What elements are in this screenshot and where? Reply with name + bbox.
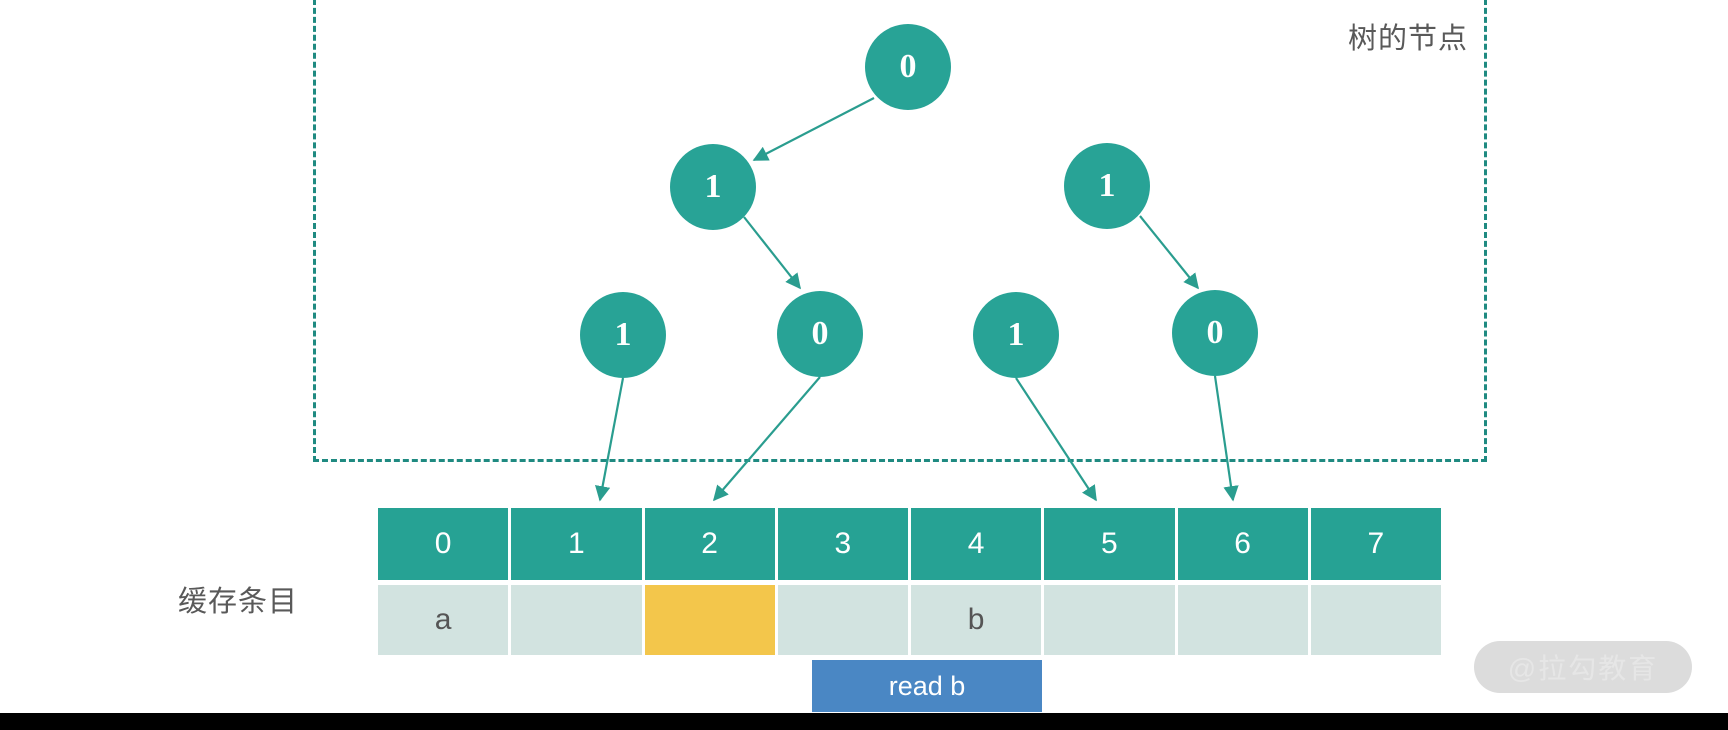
cache-value-cell[interactable] bbox=[1177, 585, 1308, 655]
tree-node-l3a[interactable]: 1 bbox=[580, 292, 666, 378]
cache-value-cell[interactable] bbox=[511, 585, 642, 655]
tree-region: 树的节点 bbox=[313, 0, 1487, 462]
tree-node-root[interactable]: 0 bbox=[865, 24, 951, 110]
tree-node-label: 1 bbox=[1007, 316, 1025, 353]
tree-region-label: 树的节点 bbox=[1347, 23, 1468, 55]
cache-index-cell[interactable]: 6 bbox=[1177, 508, 1308, 580]
tree-node-l3d[interactable]: 0 bbox=[1172, 290, 1258, 376]
bottom-bar bbox=[0, 713, 1728, 730]
cache-entries-label: 缓存条目 bbox=[178, 586, 299, 618]
tree-node-label: 0 bbox=[1206, 314, 1224, 351]
tree-node-label: 0 bbox=[899, 48, 917, 85]
tree-node-label: 1 bbox=[614, 316, 632, 353]
cache-value-cell[interactable] bbox=[1310, 585, 1441, 655]
cache-index-cell[interactable]: 2 bbox=[644, 508, 775, 580]
cache-value-cell[interactable]: a bbox=[378, 585, 509, 655]
cache-index-cell[interactable]: 0 bbox=[378, 508, 509, 580]
cache-index-cell[interactable]: 7 bbox=[1310, 508, 1441, 580]
cache-value-cell-highlighted[interactable] bbox=[644, 585, 775, 655]
cache-value-cell[interactable]: b bbox=[911, 585, 1042, 655]
tree-node-l2b[interactable]: 1 bbox=[1064, 143, 1150, 229]
tree-node-l3b[interactable]: 0 bbox=[777, 291, 863, 377]
cache-index-cell[interactable]: 3 bbox=[777, 508, 908, 580]
cache-index-cell[interactable]: 4 bbox=[911, 508, 1042, 580]
cache-index-cell[interactable]: 5 bbox=[1044, 508, 1175, 580]
read-b-button[interactable]: read b bbox=[812, 660, 1042, 712]
tree-node-label: 0 bbox=[811, 315, 829, 352]
tree-node-l3c[interactable]: 1 bbox=[973, 292, 1059, 378]
tree-node-label: 1 bbox=[1098, 167, 1116, 204]
cache-value-cell[interactable] bbox=[777, 585, 908, 655]
watermark: @拉勾教育 bbox=[1474, 641, 1692, 693]
tree-node-l2a[interactable]: 1 bbox=[670, 144, 756, 230]
cache-value-cell[interactable] bbox=[1044, 585, 1175, 655]
cache-index-cell[interactable]: 1 bbox=[511, 508, 642, 580]
tree-node-label: 1 bbox=[704, 168, 722, 205]
